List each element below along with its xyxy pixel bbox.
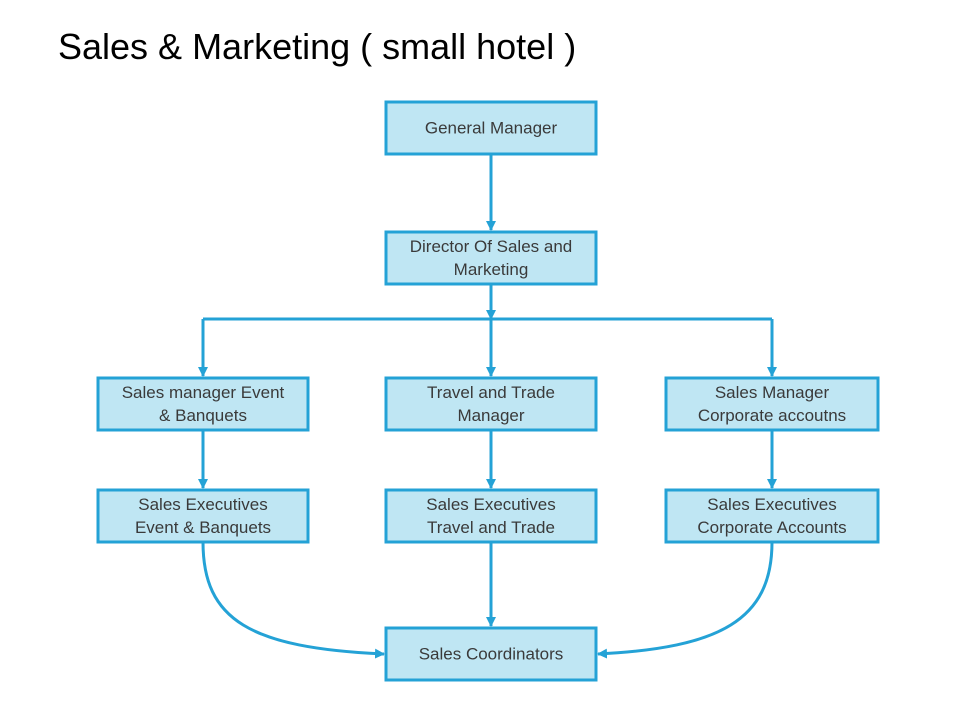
node-label: Sales Coordinators [419, 645, 564, 664]
node-box [96, 488, 310, 544]
node-sm-events: Sales manager Event & Banquets [96, 376, 310, 432]
node-label: Sales Executives [707, 495, 836, 514]
node-box [384, 100, 598, 156]
slide-title: Sales & Marketing ( small hotel ) [58, 26, 577, 67]
node-label: Corporate Accounts [697, 518, 846, 537]
connector-se-corporate-coordinators [597, 541, 774, 659]
node-label: Manager [457, 406, 524, 425]
node-label: Travel and Trade [427, 383, 555, 402]
node-box [384, 488, 598, 544]
node-box [664, 488, 880, 544]
connector-se-events-coordinators [201, 541, 385, 659]
node-label: Sales Executives [138, 495, 267, 514]
node-label: Event & Banquets [135, 518, 271, 537]
node-label: Sales Executives [426, 495, 555, 514]
node-label: Corporate accoutns [698, 406, 846, 425]
node-box [384, 230, 598, 286]
node-label: Marketing [454, 260, 529, 279]
node-box [384, 376, 598, 432]
node-box [664, 376, 880, 432]
node-general-manager: General Manager [384, 100, 598, 156]
node-label: Director Of Sales and [410, 237, 573, 256]
node-label: Sales manager Event [122, 383, 285, 402]
node-coordinators: Sales Coordinators [384, 626, 598, 682]
node-label: General Manager [425, 119, 558, 138]
node-label: Travel and Trade [427, 518, 555, 537]
node-label: & Banquets [159, 406, 247, 425]
node-label: Sales Manager [715, 383, 830, 402]
node-box [96, 376, 310, 432]
node-box [384, 626, 598, 682]
